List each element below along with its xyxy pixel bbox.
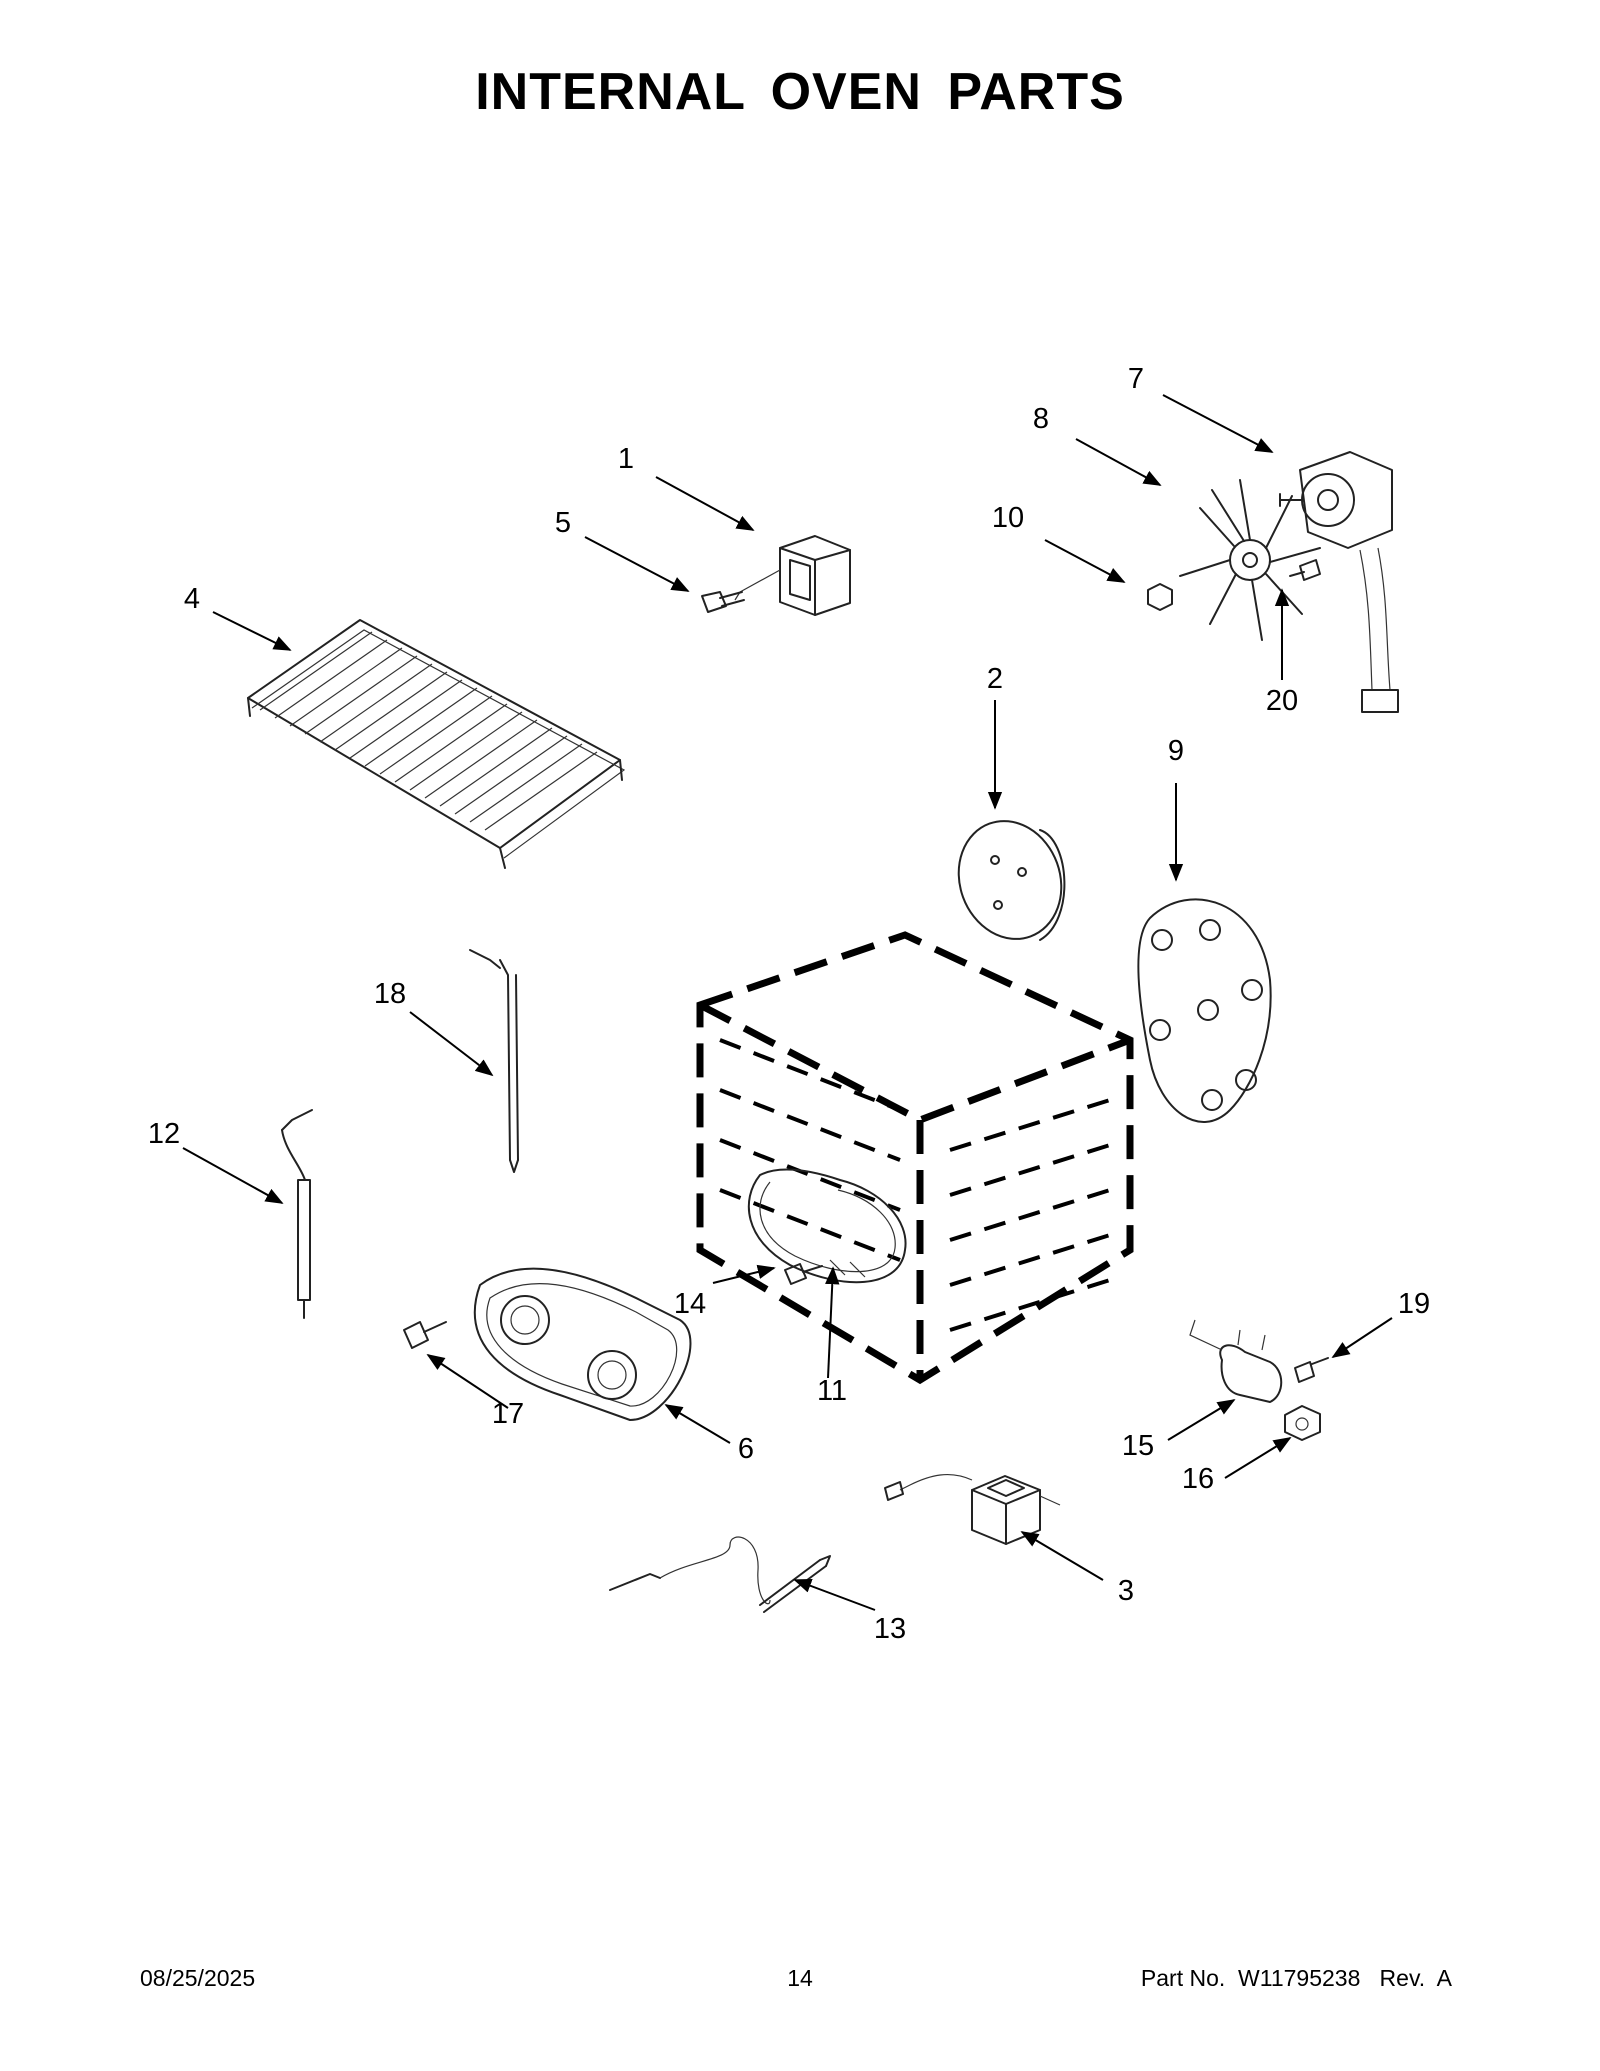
callout-14[interactable]: 14 [674,1288,706,1320]
callout-20[interactable]: 20 [1266,685,1298,717]
callout-16[interactable]: 16 [1182,1463,1214,1495]
part-16-nut[interactable] [1284,1405,1321,1441]
callout-13[interactable]: 13 [874,1613,906,1645]
callout-8[interactable]: 8 [1033,403,1049,435]
callout-12[interactable]: 12 [148,1118,180,1150]
part-4-oven-rack[interactable] [247,619,626,869]
part-20-screw[interactable] [1289,559,1321,581]
oven-cavity-outline [696,931,1134,1385]
part-9-rear-plate[interactable] [1137,898,1272,1123]
part-3-lamp-assembly[interactable] [884,1474,1061,1545]
callout-1[interactable]: 1 [618,443,634,475]
callout-15[interactable]: 15 [1122,1430,1154,1462]
part-14-screw[interactable] [784,1263,823,1285]
callout-5[interactable]: 5 [555,507,571,539]
callout-9[interactable]: 9 [1168,735,1184,767]
part-17-screw[interactable] [403,1321,447,1349]
part-11-heating-element[interactable] [747,1168,907,1284]
callout-4[interactable]: 4 [184,583,200,615]
part-10-nut[interactable] [1147,583,1173,611]
callout-7[interactable]: 7 [1128,363,1144,395]
leader-lines [182,394,1393,1611]
part-6-element-cover[interactable] [473,1267,692,1421]
part-18-temperature-sensor[interactable] [469,949,519,1173]
callout-19[interactable]: 19 [1398,1288,1430,1320]
footer-part-number: Part No. W11795238 Rev. A [1140,1965,1452,1991]
part-2-fan-baffle[interactable] [942,807,1077,954]
footer-page-number: 14 [787,1965,813,1991]
callout-10[interactable]: 10 [992,502,1024,534]
part-19-screw[interactable] [1294,1357,1329,1383]
callout-2[interactable]: 2 [987,663,1003,695]
footer-date: 08/25/2025 [140,1965,256,1991]
callout-6[interactable]: 6 [738,1433,754,1465]
callout-18[interactable]: 18 [374,978,406,1010]
part-8-fan-blade[interactable] [1179,479,1321,641]
callout-3[interactable]: 3 [1118,1575,1134,1607]
part-13-meat-probe[interactable] [609,1536,831,1613]
part-12-igniter[interactable] [281,1109,313,1319]
part-1-bracket[interactable] [734,535,851,616]
callout-17[interactable]: 17 [492,1398,524,1430]
page-title: INTERNAL OVEN PARTS [475,63,1125,121]
part-5-screw[interactable] [701,591,745,613]
callout-11[interactable]: 11 [817,1375,847,1407]
callout-labels: 1 2 3 4 5 6 7 8 9 10 11 12 13 14 15 16 1… [148,363,1430,1645]
part-15-door-switch[interactable] [1189,1319,1283,1403]
part-7-convection-motor[interactable] [1279,451,1399,713]
